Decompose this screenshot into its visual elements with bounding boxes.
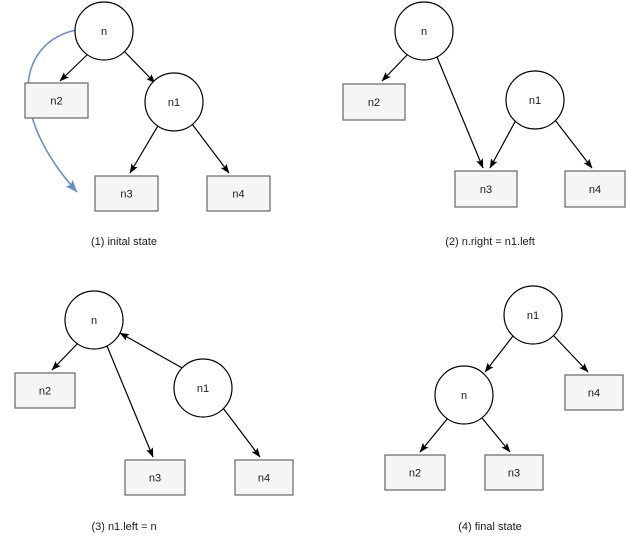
panel-2-edge-n-to-n3 [436,56,484,169]
panel-3-edge-n1-to-n4 [222,407,261,458]
panel-3-rect-node-n4-label: n4 [258,473,270,485]
panel-4-rect-node-n3[interactable] [484,454,544,491]
panel-2-rect-node-n3[interactable] [454,170,518,208]
panel-2-edge-n-to-n2 [381,53,409,82]
panel-2-circle-node-n1-label: n1 [529,95,541,107]
panel-3-circle-node-n[interactable] [64,290,124,350]
panel-4-edge-n-to-n2 [419,417,449,453]
panel-2-circle-node-n1[interactable] [505,70,565,130]
panel-2-circle-node-n-label: n [421,26,427,38]
panel-2-caption: (2) n.right = n1.left [445,236,535,248]
panels-root: n2 n3 n4 n n1 (1) inital state n2 n3 n4 n n1 (2) n.… [14,1,626,533]
panel-4-rect-node-n4-label: n4 [588,388,600,400]
panel-1-edge-n-to-n1 [123,50,156,84]
panel-1-circle-node-n[interactable] [74,1,134,61]
panel-1-edge-n-to-n2 [59,53,89,82]
panel-4-rect-node-n2[interactable] [384,454,446,491]
panel-1-rect-node-n3[interactable] [94,175,159,212]
panel-3-circle-node-n1-label: n1 [197,383,209,395]
panel-3-rect-node-n3[interactable] [124,459,186,496]
panel-3-edge-n-to-n2 [51,342,79,371]
panel-1-edge-n1-to-n3 [129,123,160,174]
panel-3-rect-node-n4[interactable] [234,459,294,496]
panel-3: n2 n3 n4 n n1 (3) n1.left = n [14,290,294,533]
panel-4-circle-node-n1-label: n1 [527,310,539,322]
panel-1-rect-node-n2-label: n2 [50,96,62,108]
panel-3-rect-node-n2[interactable] [14,372,76,409]
panel-2: n2 n3 n4 n n1 (2) n.right = n1.left [342,1,626,248]
panel-4-edge-n1-to-n4 [552,334,589,373]
panel-4-circle-node-n-label: n [461,390,467,402]
panel-1-rect-node-n4[interactable] [206,175,271,212]
panel-3-circle-node-n1[interactable] [173,358,233,418]
panel-2-edge-n1-to-n4 [554,119,593,169]
panel-4-edge-n1-to-n [484,335,514,373]
panel-1-rect-node-n4-label: n4 [232,189,244,201]
panel-4-caption: (4) final state [458,521,522,533]
panel-2-rect-node-n2-label: n2 [368,97,380,109]
panel-4-rect-node-n2-label: n2 [409,468,421,480]
panel-4-rect-node-n3-label: n3 [508,468,520,480]
panel-3-edge-n1-to-n [119,332,185,370]
panel-2-rect-node-n4-label: n4 [589,184,601,196]
panel-2-edge-n1-to-n3 [489,119,517,169]
panel-2-rect-node-n4[interactable] [564,170,626,208]
panel-1-circle-node-n1[interactable] [144,72,204,132]
panel-4: n4 n2 n3 n1 n (4) final state [384,285,624,533]
panel-4-rect-node-n4[interactable] [564,374,624,411]
panel-2-rect-node-n3-label: n3 [480,184,492,196]
panel-3-caption: (3) n1.left = n [91,521,156,533]
panel-2-circle-node-n[interactable] [394,1,454,61]
panel-3-rect-node-n3-label: n3 [149,473,161,485]
panel-1-edge-n1-to-n4 [191,123,230,174]
panel-3-rect-node-n2-label: n2 [39,386,51,398]
panel-1-rect-node-n2[interactable] [24,82,89,119]
panel-3-edge-n-to-n3 [106,345,154,458]
panel-1-caption: (1) inital state [91,236,157,248]
panel-1-circle-node-n-label: n [101,26,107,38]
panel-1-rect-node-n3-label: n3 [120,189,132,201]
panel-1: n2 n3 n4 n n1 (1) inital state [24,1,271,248]
panel-1-circle-node-n1-label: n1 [168,97,180,109]
panel-3-circle-node-n-label: n [91,315,97,327]
panel-4-circle-node-n[interactable] [434,365,494,425]
panel-4-circle-node-n1[interactable] [503,285,563,345]
panel-2-rect-node-n2[interactable] [342,83,406,121]
panel-4-edge-n-to-n3 [481,417,511,453]
